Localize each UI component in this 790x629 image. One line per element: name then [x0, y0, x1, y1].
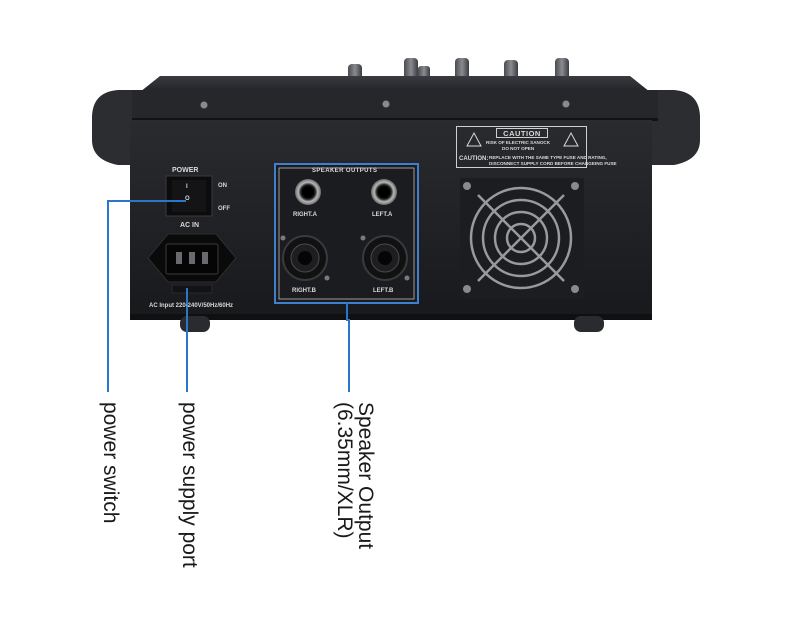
callout-line-power-switch	[107, 200, 186, 392]
label-right-b: RIGHT.B	[292, 288, 316, 294]
callout-power-supply-port-text: power supply port	[178, 402, 201, 568]
connector-left-b	[360, 235, 410, 281]
label-left-a: LEFT.A	[372, 212, 393, 218]
caution-line-1: RISK OF ELECTRIC SANOCK	[486, 140, 551, 145]
caution-line-2: DO NOT OPEN	[502, 146, 535, 151]
speaker-outputs-title: SPEAKER OUTPUTS	[312, 168, 378, 174]
callout-lines	[107, 200, 350, 392]
fan-grille-icon	[460, 178, 584, 298]
power-on-label: ON	[218, 183, 227, 189]
callout-speaker-output-line2: (6.35mm/XLR)	[333, 402, 356, 539]
right-handle	[650, 90, 700, 165]
warning-triangle-icon	[466, 131, 482, 147]
caution-label	[456, 126, 587, 168]
left-handle	[92, 90, 140, 165]
foot-right	[574, 316, 604, 332]
caution-line-3: REPLACE WITH THE SAME TYPE FUSE AND RATI…	[489, 155, 607, 160]
power-label: POWER	[172, 167, 199, 174]
ac-inlet	[147, 233, 237, 294]
ac-input-rating: AC Input 220-240V/50Hz/60Hz	[149, 303, 234, 309]
callout-speaker-output: Speaker Output (6.35mm/XLR)	[333, 402, 377, 550]
callout-power-supply-port: power supply port	[164, 402, 201, 568]
ac-in-label: AC IN	[180, 222, 200, 229]
connector-right-b	[280, 235, 330, 281]
power-off-label: OFF	[218, 206, 230, 212]
callout-power-switch-text: power switch	[99, 402, 122, 524]
mixer-top-surface	[140, 76, 650, 92]
label-left-b: LEFT.B	[373, 288, 394, 294]
callout-speaker-output-line1: Speaker Output	[354, 402, 377, 550]
caution-title: CAUTION	[496, 128, 548, 138]
callout-power-switch: power switch	[85, 402, 122, 524]
caution-line-4: DISCONNECT SUPPLY CORD BEFORE CHANGEING …	[489, 161, 617, 166]
speaker-outputs-block	[274, 163, 419, 304]
caution-prefix: CAUTION:	[459, 156, 489, 162]
label-right-a: RIGHT.A	[293, 212, 317, 218]
warning-triangle-icon	[563, 131, 579, 147]
power-off-mark: O	[185, 196, 190, 202]
power-on-mark: I	[186, 184, 188, 190]
foot-left	[180, 316, 210, 332]
callout-line-speaker-output	[346, 303, 350, 392]
